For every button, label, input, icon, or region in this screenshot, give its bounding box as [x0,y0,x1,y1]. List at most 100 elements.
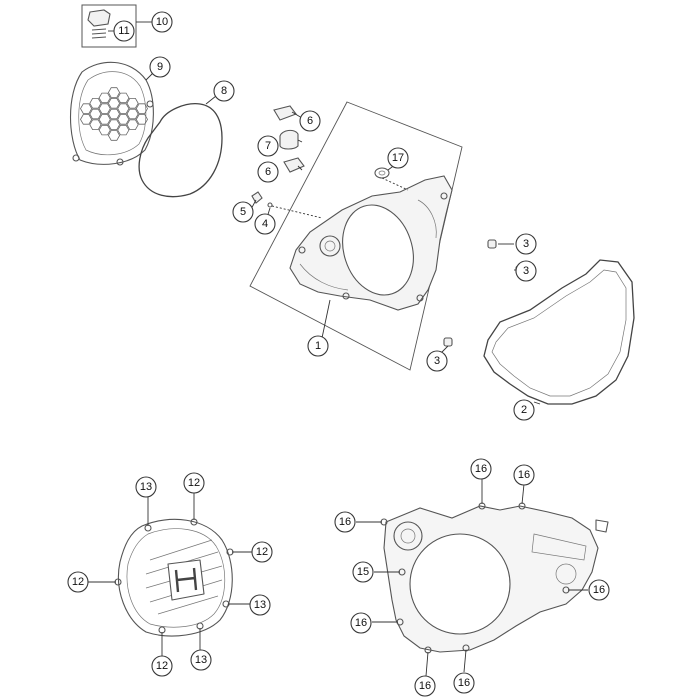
seal-7 [279,129,299,150]
callout-9-circle [149,56,171,78]
honeycomb-cell [117,124,130,136]
callout-3b-circle [515,260,537,282]
callout-16f-text: 16 [419,680,431,692]
callout-12a-circle [183,472,205,494]
honeycomb-cell [135,114,148,125]
callout-9: 9 [149,56,171,78]
seal-6-top [273,105,297,121]
honeycomb-cell [126,119,139,131]
callout-2-circle [513,399,535,421]
callout-12c: 12 [67,571,89,593]
honeycomb-cell [98,103,111,114]
callout-2: 2 [513,399,535,421]
callout-13c-circle [190,649,212,671]
callout-5-text: 5 [240,206,246,218]
crankcase-cover-stud [595,519,609,533]
callout-12d: 12 [151,655,173,677]
seal-parts [273,105,305,173]
seal-17-part [374,167,390,179]
callout-8-text: 8 [221,85,227,97]
callout-13b: 13 [249,594,271,616]
callout-4: 4 [254,213,276,235]
callout-1: 1 [307,335,329,357]
clutch-cover-rib-2 [299,263,349,291]
callout-16f-circle [414,675,436,697]
honeycomb-cell [89,98,102,109]
clutch-cover-bolt-2 [440,192,448,200]
leader-7 [297,139,303,143]
callout-16c-circle [334,511,356,533]
filler-plug-group [81,4,137,48]
honeycomb-cell [89,108,102,120]
leader-17b [381,177,409,191]
callout-13b-circle [249,594,271,616]
callout-2-text: 2 [521,404,527,416]
callout-3c: 3 [426,350,448,372]
crankcase-cover-port [555,563,577,585]
callout-4-circle [254,213,276,235]
honeycomb-cell [135,103,148,114]
filler-plug-frame [81,4,137,48]
callout-13a-text: 13 [140,481,152,493]
callout-16f: 16 [414,675,436,697]
callout-12b: 12 [251,541,273,563]
callout-16d-circle [588,579,610,601]
callout-12c-circle [67,571,89,593]
honeycomb-cell [117,92,130,104]
callout-11-circle [113,20,135,42]
callout-6b-circle [257,161,279,183]
leader-1 [321,299,331,339]
dowel-pins [443,239,525,347]
callout-11-text: 11 [118,25,129,37]
crankcase-cover-opening [409,533,511,635]
callout-13a: 13 [135,476,157,498]
callout-16a-text: 16 [475,463,487,475]
callout-10-circle [151,11,173,33]
outer-cover-tab-2 [116,158,124,166]
clutch-guard-part [114,518,234,637]
leader-8 [205,95,217,105]
clutch-cover-gasket-part [483,259,635,405]
callout-16a-circle [470,458,492,480]
callout-12d-circle [151,655,173,677]
husqvarna-logo-mark [174,567,198,593]
honeycomb-cell [107,130,121,141]
clutch-cover-gasket-inner [491,269,627,397]
clutch-cover-assembly [249,101,463,371]
clutch-cover-bolt-3 [416,294,424,302]
callout-3a-circle [515,233,537,255]
plug-5 [251,191,263,204]
seal-6-bottom [283,157,305,173]
callout-16e: 16 [350,612,372,634]
honeycomb-cell [117,114,130,125]
callout-16e-circle [350,612,372,634]
washer-4 [267,202,273,208]
leader-16g [463,649,467,673]
callout-15: 15 [352,561,374,583]
honeycomb-grille [80,87,148,141]
callout-12a-text: 12 [188,477,200,489]
outer-cover-tab-3 [146,100,154,108]
callout-5: 5 [232,201,254,223]
callout-17-circle [387,147,409,169]
callout-17: 17 [387,147,409,169]
callouts: 10 11 9 8 6 7 6 17 5 4 3 3 3 1 2 13 12 1… [67,11,610,697]
callout-7-circle [257,135,279,157]
callout-12c-text: 12 [72,576,84,588]
filler-plug-cap [87,9,111,27]
callout-15-circle [352,561,374,583]
callout-13b-text: 13 [254,599,266,611]
honeycomb-cell [89,119,102,131]
seal-17 [374,167,390,179]
assembly-frame [249,101,463,371]
callout-16c-text: 16 [339,516,351,528]
callout-13c-text: 13 [195,654,207,666]
callout-8: 8 [213,80,235,102]
honeycomb-cell [107,108,121,120]
clutch-cover-rib-1 [417,199,437,239]
callout-16b-text: 16 [518,469,530,481]
honeycomb-cell [126,98,139,109]
crankcase-cover-slot [531,533,587,561]
